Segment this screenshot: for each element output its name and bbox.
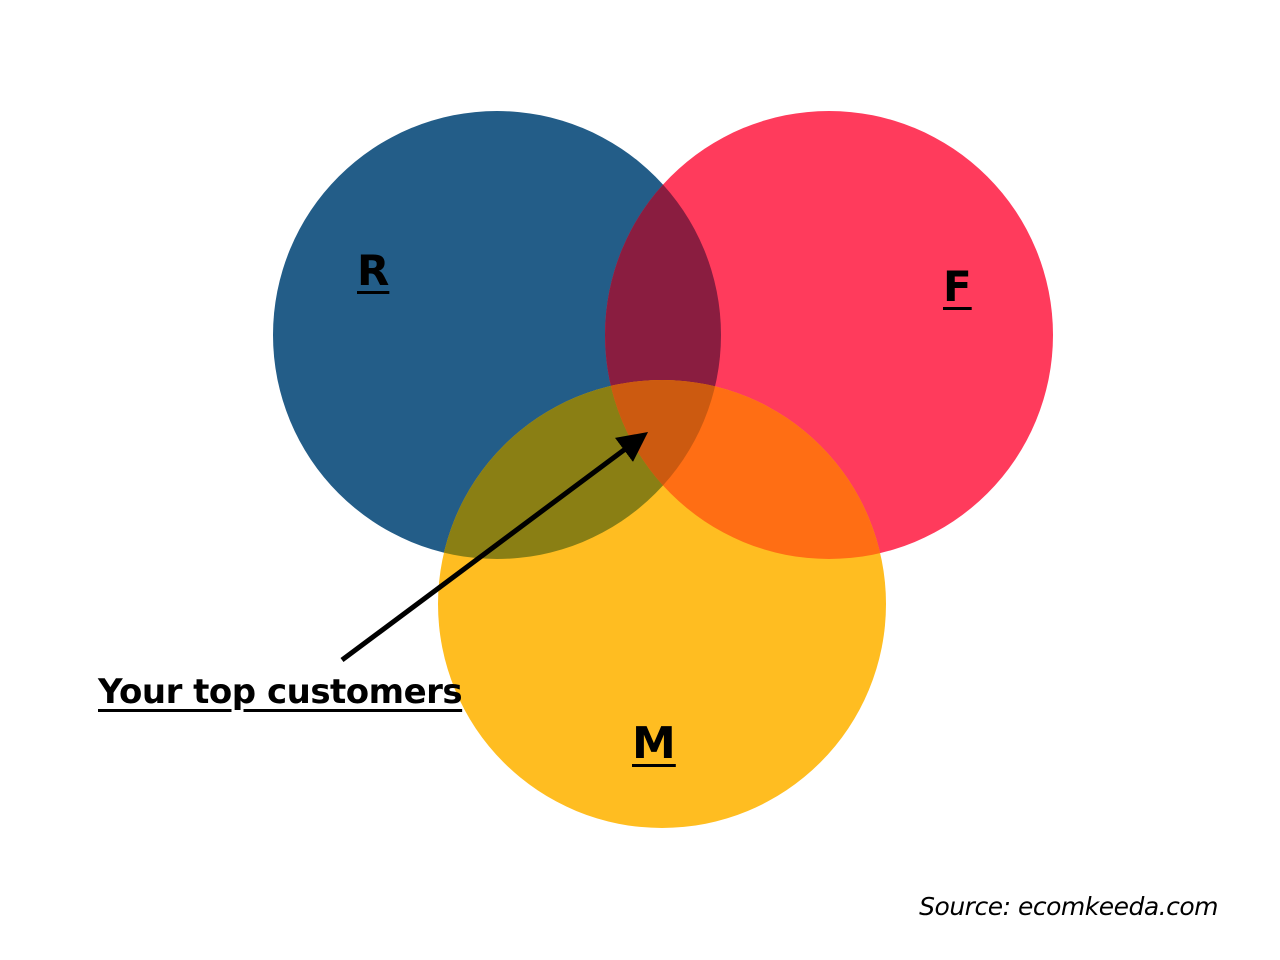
overlap-fm <box>605 380 886 559</box>
label-r: R <box>357 246 390 295</box>
label-f: F <box>943 262 972 311</box>
overlap-rm <box>438 380 721 559</box>
arrow <box>340 432 649 663</box>
source-caption: Source: ecomkeeda.com <box>919 892 1218 921</box>
label-m: M <box>632 718 676 769</box>
annotation-label: Your top customers <box>98 672 463 712</box>
